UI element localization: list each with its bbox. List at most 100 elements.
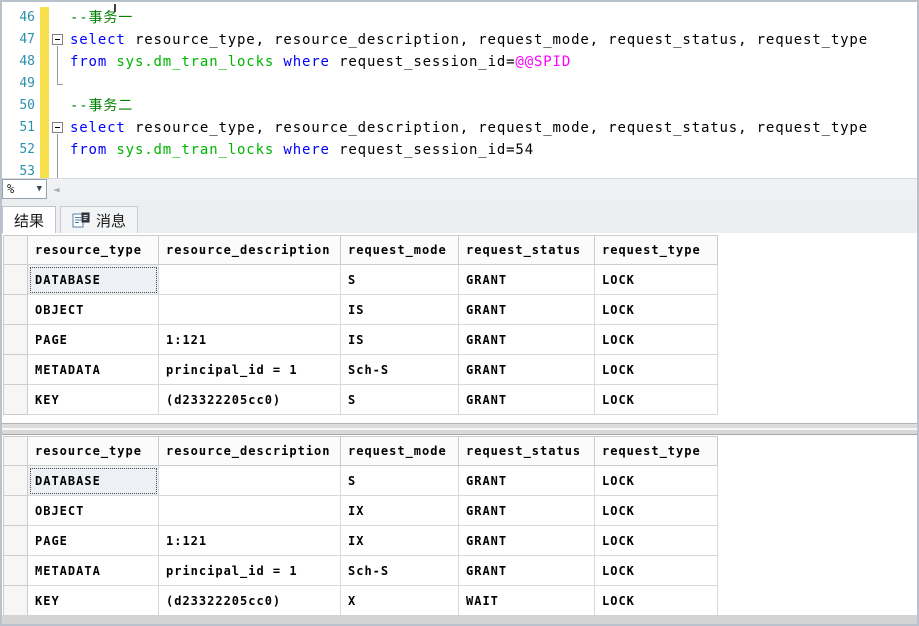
row-selector[interactable] [3, 585, 28, 615]
row-selector[interactable] [3, 555, 28, 586]
grid-cell[interactable]: LOCK [594, 495, 718, 526]
grid-cell[interactable] [158, 465, 341, 496]
grid-cell[interactable]: GRANT [458, 294, 595, 325]
grid-cell[interactable]: LOCK [594, 465, 718, 496]
row-selector[interactable] [3, 384, 28, 415]
fold-collapse-icon[interactable] [49, 117, 67, 139]
row-selector[interactable] [3, 324, 28, 355]
fold-minus-icon[interactable] [52, 122, 63, 133]
grid-cell[interactable] [158, 264, 341, 295]
grid-cell[interactable] [158, 294, 341, 325]
grid-cell[interactable]: IX [340, 525, 459, 556]
grid-cell[interactable]: LOCK [594, 324, 718, 355]
h-scrollbar[interactable]: ◄ [47, 179, 917, 199]
grid-cell[interactable]: DATABASE [27, 264, 159, 295]
select-all-corner[interactable] [3, 436, 28, 466]
code-text: select resource_type, resource_descripti… [70, 32, 868, 48]
grid-cell[interactable]: KEY [27, 384, 159, 415]
grid-cell[interactable]: S [340, 465, 459, 496]
grid-cell[interactable]: (d23322205cc0) [158, 384, 341, 415]
column-header[interactable]: resource_description [158, 235, 341, 265]
grid-cell[interactable]: IS [340, 294, 459, 325]
grid-cell[interactable]: (d23322205cc0) [158, 585, 341, 615]
grid-cell[interactable]: GRANT [458, 525, 595, 556]
scroll-left-arrow-icon[interactable]: ◄ [53, 182, 60, 196]
grid-cell[interactable]: LOCK [594, 384, 718, 415]
fold-minus-icon[interactable] [52, 34, 63, 45]
grid-cell[interactable]: PAGE [27, 525, 159, 556]
fold-margin [49, 139, 67, 161]
tab-results[interactable]: 结果 [2, 206, 57, 233]
column-header[interactable]: request_type [594, 235, 718, 265]
fold-collapse-icon[interactable] [49, 29, 67, 51]
grid-cell[interactable]: GRANT [458, 324, 595, 355]
grid-cell[interactable]: LOCK [594, 585, 718, 615]
code-line[interactable]: 49 [2, 73, 917, 95]
select-all-corner[interactable] [3, 235, 28, 265]
grid-cell[interactable]: Sch-S [340, 354, 459, 385]
column-header[interactable]: request_mode [340, 436, 459, 466]
grid-cell[interactable]: OBJECT [27, 294, 159, 325]
row-selector[interactable] [3, 294, 28, 325]
row-selector[interactable] [3, 354, 28, 385]
grid-cell[interactable]: principal_id = 1 [158, 555, 341, 586]
code-line[interactable]: 50--事务二 [2, 95, 917, 117]
grid-cell[interactable]: LOCK [594, 555, 718, 586]
grid-cell[interactable]: OBJECT [27, 495, 159, 526]
grid-cell[interactable]: GRANT [458, 465, 595, 496]
column-header[interactable]: resource_type [27, 436, 159, 466]
grid-cell[interactable]: Sch-S [340, 555, 459, 586]
grid-cell[interactable]: IS [340, 324, 459, 355]
grid-cell[interactable]: GRANT [458, 555, 595, 586]
grid-cell[interactable]: S [340, 264, 459, 295]
grid-cell[interactable]: GRANT [458, 264, 595, 295]
grid-cell[interactable] [158, 495, 341, 526]
grid-cell[interactable]: 1:121 [158, 324, 341, 355]
column-header[interactable]: request_status [458, 235, 595, 265]
column-header[interactable]: request_mode [340, 235, 459, 265]
grid-cell[interactable]: 1:121 [158, 525, 341, 556]
grid-splitter[interactable] [2, 423, 917, 435]
grid-cell[interactable]: IX [340, 495, 459, 526]
grid-cell[interactable]: PAGE [27, 324, 159, 355]
grid-cell[interactable]: WAIT [458, 585, 595, 615]
grid-cell[interactable]: LOCK [594, 354, 718, 385]
grid-cell[interactable]: X [340, 585, 459, 615]
row-selector[interactable] [3, 525, 28, 556]
fold-margin [49, 95, 67, 117]
row-selector[interactable] [3, 495, 28, 526]
messages-icon [72, 212, 90, 228]
column-header[interactable]: request_status [458, 436, 595, 466]
grid-cell[interactable]: LOCK [594, 294, 718, 325]
zoom-dropdown[interactable]: % ▼ [2, 179, 47, 199]
row-selector[interactable] [3, 465, 28, 496]
grid-cell[interactable]: GRANT [458, 495, 595, 526]
grid-cell[interactable]: METADATA [27, 354, 159, 385]
grid-cell[interactable]: LOCK [594, 264, 718, 295]
grid-cell[interactable]: LOCK [594, 525, 718, 556]
row-selector[interactable] [3, 264, 28, 295]
column-header[interactable]: resource_description [158, 436, 341, 466]
grid-cell[interactable]: principal_id = 1 [158, 354, 341, 385]
tab-messages[interactable]: 消息 [60, 206, 139, 233]
results-messages-tabstrip: 结果 消息 [2, 199, 917, 233]
grid-cell[interactable]: GRANT [458, 354, 595, 385]
grid-cell[interactable]: GRANT [458, 384, 595, 415]
grid-cell[interactable]: KEY [27, 585, 159, 615]
code-line[interactable]: 46--事务一 [2, 7, 917, 29]
column-header[interactable]: request_type [594, 436, 718, 466]
grid-cell[interactable]: S [340, 384, 459, 415]
code-line[interactable]: 53 [2, 161, 917, 178]
grid-cell[interactable]: DATABASE [27, 465, 159, 496]
column-header[interactable]: resource_type [27, 235, 159, 265]
grid-cell[interactable]: METADATA [27, 555, 159, 586]
